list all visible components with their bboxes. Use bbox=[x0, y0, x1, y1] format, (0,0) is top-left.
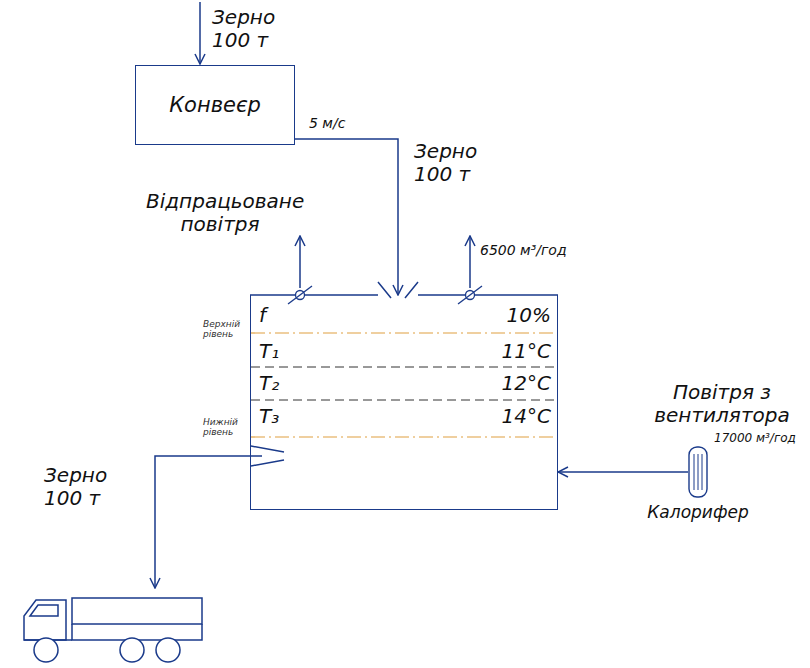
box-title: Конвеєр bbox=[169, 93, 261, 117]
flow-label: Зерно 100 т bbox=[414, 140, 484, 186]
flow-label: Зерно 100 т bbox=[44, 464, 114, 510]
damper-left bbox=[288, 286, 312, 304]
moisture-row: f 10% bbox=[259, 301, 551, 329]
temperature-row: T₂ 12°C bbox=[259, 369, 551, 397]
lower-level-line bbox=[251, 436, 557, 437]
sensor-name: T₃ bbox=[259, 404, 279, 428]
exhaust-arrow-left bbox=[299, 236, 301, 288]
flow-connector bbox=[295, 139, 398, 295]
flow-label: 6500 м³/год bbox=[480, 242, 590, 258]
level-label: Нижній рівень bbox=[203, 417, 247, 438]
heater-casing bbox=[689, 447, 707, 497]
sensor-name: T₂ bbox=[259, 371, 279, 395]
heater-element bbox=[694, 454, 695, 490]
sensor-name: f bbox=[259, 303, 266, 327]
heater-element bbox=[702, 454, 703, 490]
sensor-value: 10% bbox=[507, 303, 551, 327]
silo-body: Верхній рівеньНижній рівеньf10%T₁11°CT₂1… bbox=[250, 295, 558, 510]
upper-level-line bbox=[251, 332, 557, 333]
flow-label: Відпрацьоване повітря bbox=[146, 190, 294, 236]
damper-right bbox=[458, 286, 482, 304]
heater-outline bbox=[688, 446, 708, 498]
grain-inflow-arrow bbox=[199, 2, 201, 64]
temperature-row: T₁ 11°C bbox=[259, 337, 551, 365]
flow-label: Повітря з вентилятора bbox=[652, 381, 792, 427]
sensor-value: 11°C bbox=[502, 339, 551, 363]
speed-label: 5 м/с bbox=[309, 115, 345, 131]
flow-label: 17000 м³/год bbox=[714, 432, 806, 446]
sensor-value: 14°C bbox=[502, 404, 551, 428]
sensor-divider bbox=[251, 400, 557, 401]
conveyor-box: Конвеєр bbox=[135, 65, 295, 145]
sensor-name: T₁ bbox=[259, 339, 279, 363]
level-label: Верхній рівень bbox=[203, 319, 247, 340]
heater-symbol: Калорифер bbox=[688, 446, 708, 498]
temperature-row: T₃ 14°C bbox=[259, 402, 551, 430]
exhaust-arrow-right bbox=[469, 236, 471, 288]
flow-label: Зерно 100 т bbox=[212, 6, 282, 52]
sensor-value: 12°C bbox=[502, 371, 551, 395]
sensor-divider bbox=[251, 367, 557, 368]
truck bbox=[24, 598, 202, 662]
heater-element bbox=[698, 454, 699, 490]
outflow-arrow bbox=[155, 456, 262, 588]
heater-label: Калорифер bbox=[647, 502, 748, 522]
flow-connector bbox=[558, 471, 688, 473]
